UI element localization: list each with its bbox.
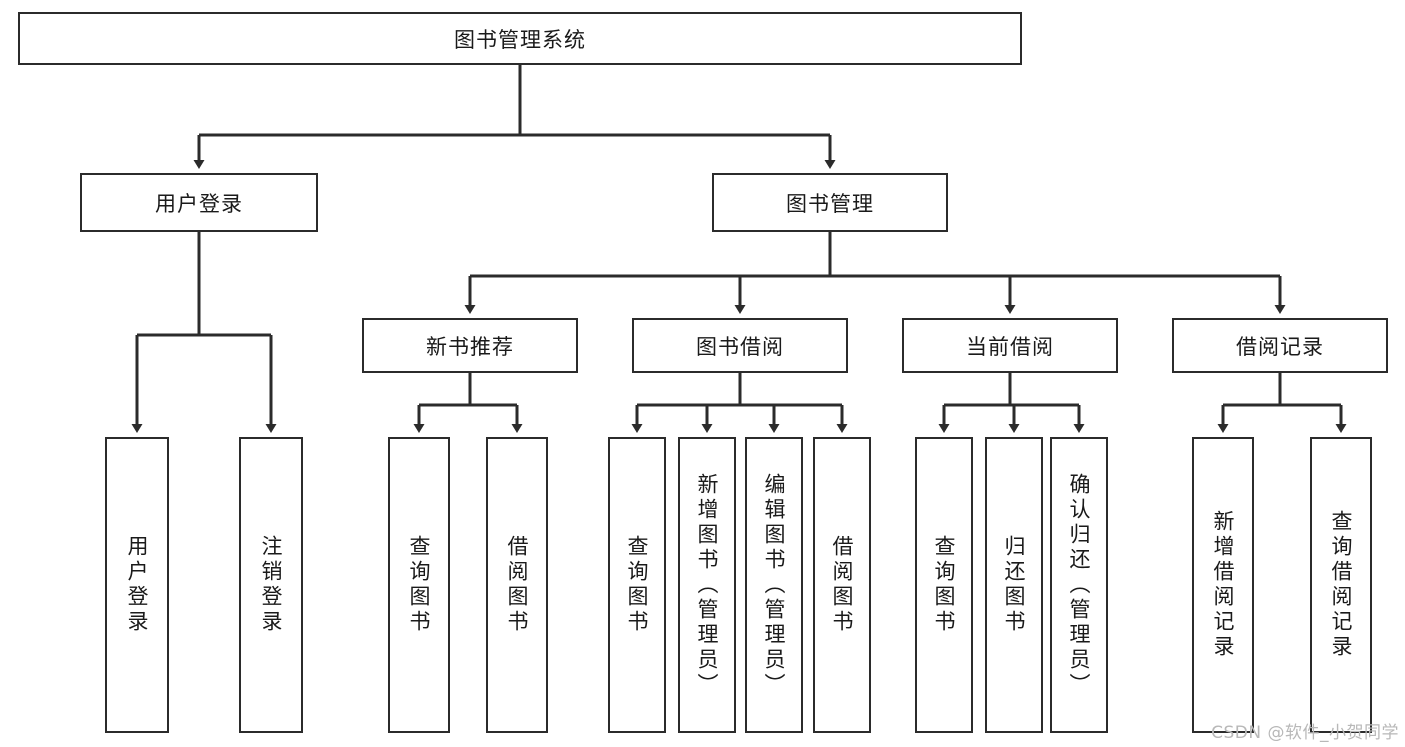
node-book-borrow[interactable]: 图书借阅 [632,318,848,373]
node-user-login[interactable]: 用户登录 [80,173,318,232]
leaf-label: 编辑图书（管理员） [762,472,787,698]
node-root[interactable]: 图书管理系统 [18,12,1022,65]
node-leaf-rec-query-record[interactable]: 查询借阅记录 [1310,437,1372,733]
node-leaf-borrow-query-book[interactable]: 查询图书 [608,437,666,733]
node-leaf-borrow-add-book[interactable]: 新增图书（管理员） [678,437,736,733]
node-new-book-rec[interactable]: 新书推荐 [362,318,578,373]
leaf-label: 新增图书（管理员） [695,472,720,698]
node-leaf-cur-query-book[interactable]: 查询图书 [915,437,973,733]
leaf-label: 查询图书 [407,535,432,635]
leaf-label: 查询图书 [625,535,650,635]
node-leaf-user-login[interactable]: 用户登录 [105,437,169,733]
leaf-label: 查询图书 [932,535,957,635]
leaf-label: 用户登录 [125,535,150,635]
node-leaf-cur-confirm-return[interactable]: 确认归还（管理员） [1050,437,1108,733]
leaf-label: 注销登录 [259,535,284,635]
node-leaf-cur-return-book[interactable]: 归还图书 [985,437,1043,733]
leaf-label: 新增借阅记录 [1211,510,1236,660]
node-leaf-rec-query-book[interactable]: 查询图书 [388,437,450,733]
node-borrow-record[interactable]: 借阅记录 [1172,318,1388,373]
leaf-label: 借阅图书 [830,535,855,635]
node-leaf-rec-add-record[interactable]: 新增借阅记录 [1192,437,1254,733]
node-book-manage[interactable]: 图书管理 [712,173,948,232]
node-leaf-borrow-edit-book[interactable]: 编辑图书（管理员） [745,437,803,733]
watermark-text: CSDN @软件_小贺同学 [1211,723,1399,743]
leaf-label: 归还图书 [1002,535,1027,635]
node-leaf-borrow-borrow-book[interactable]: 借阅图书 [813,437,871,733]
leaf-label: 借阅图书 [505,535,530,635]
node-leaf-user-logout[interactable]: 注销登录 [239,437,303,733]
leaf-label: 确认归还（管理员） [1067,472,1092,698]
node-leaf-rec-borrow-book[interactable]: 借阅图书 [486,437,548,733]
leaf-label: 查询借阅记录 [1329,510,1354,660]
node-current-borrow[interactable]: 当前借阅 [902,318,1118,373]
